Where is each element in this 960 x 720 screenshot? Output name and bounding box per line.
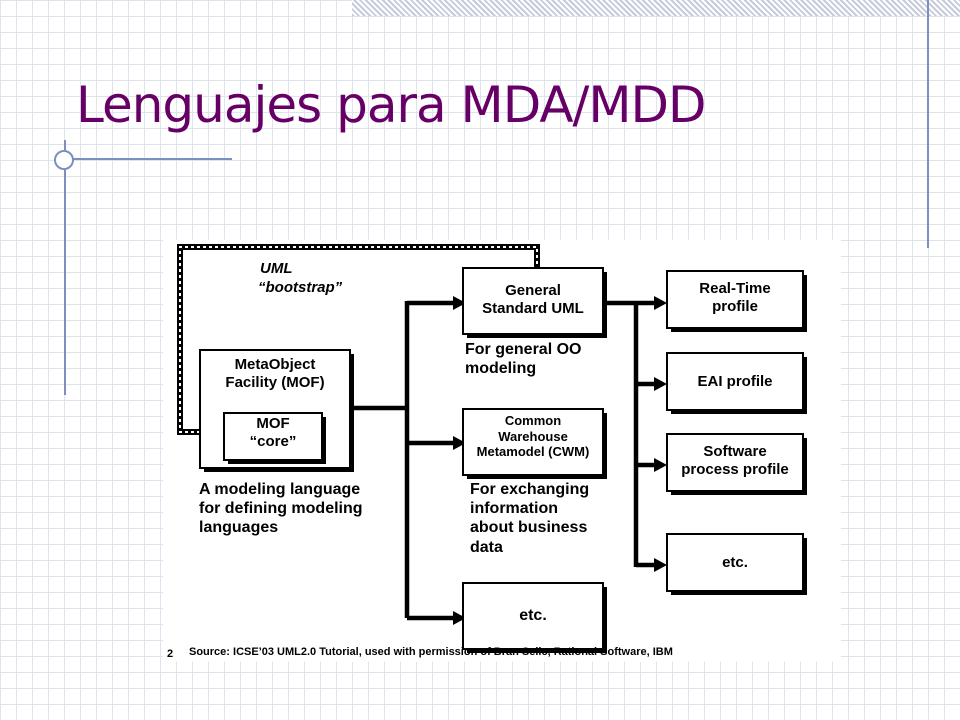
uml-box-line1: General xyxy=(505,282,561,299)
cwm-caption-line1: For exchanging xyxy=(470,481,590,498)
mof-caption-line3: languages xyxy=(199,519,279,537)
cwm-caption-line3: about business xyxy=(470,519,588,537)
cwm-caption: For exchanging information about busines… xyxy=(470,480,589,557)
mof-caption: A modeling language for defining modelin… xyxy=(199,480,363,538)
page-number: 2 xyxy=(167,648,174,660)
arrow-to-etc-middle xyxy=(453,611,466,625)
diagram-graphics xyxy=(177,244,807,653)
software-profile-box xyxy=(666,433,804,492)
arrow-to-cwm xyxy=(453,436,466,450)
mof-box-line2: Facility (MOF) xyxy=(225,374,325,391)
bootstrap-label-line1: UML xyxy=(260,260,293,277)
cwm-box-label: Common Warehouse Metamodel (CWM) xyxy=(463,413,603,460)
mof-core-box xyxy=(223,412,323,461)
uml-caption: For general OO modeling xyxy=(465,340,581,378)
software-profile-label: Software process profile xyxy=(667,443,803,479)
etc-middle-label: etc. xyxy=(519,607,547,624)
etc-middle-box xyxy=(462,582,604,650)
realtime-line2: profile xyxy=(712,298,758,315)
arrow-to-software xyxy=(654,458,667,472)
cwm-box-line2: Warehouse xyxy=(498,428,568,444)
uml-box-label: General Standard UML xyxy=(463,282,603,318)
uml-caption-line1: For general OO xyxy=(465,341,582,358)
left-decorative-line xyxy=(64,140,66,395)
cwm-box-line1: Common xyxy=(504,413,562,428)
mof-box-line1: MetaObject xyxy=(234,356,316,373)
uml-connectors xyxy=(603,296,667,572)
mof-caption-line2: for defining modeling xyxy=(199,500,363,518)
circle-ornament xyxy=(54,150,74,170)
mof-connectors xyxy=(354,296,466,625)
etc-right-label: etc. xyxy=(722,554,748,571)
arrow-to-uml xyxy=(453,296,466,310)
bootstrap-label-line2: “bootstrap” xyxy=(258,279,343,296)
mof-core-label: MOF “core” xyxy=(224,415,322,451)
eai-profile-box xyxy=(666,352,804,411)
right-decorative-line xyxy=(927,0,929,248)
top-decorative-stripe xyxy=(352,0,960,16)
realtime-profile-label: Real-Time profile xyxy=(667,280,803,316)
mof-core-line2: “core” xyxy=(249,433,297,450)
mof-box-label: MetaObject Facility (MOF) xyxy=(200,356,350,392)
etc-right-box xyxy=(666,533,804,592)
source-citation: Source: ICSE’03 UML2.0 Tutorial, used wi… xyxy=(189,646,673,658)
mof-box xyxy=(199,349,354,472)
arrow-to-etc-right xyxy=(654,558,667,572)
cwm-caption-line4: data xyxy=(470,538,503,556)
mof-caption-line1: A modeling language xyxy=(199,481,361,498)
mof-core-line1: MOF xyxy=(256,415,290,432)
title-underline xyxy=(56,158,232,160)
software-line2: process profile xyxy=(681,461,789,478)
arrow-to-eai xyxy=(654,377,667,391)
arrow-to-realtime xyxy=(654,296,667,310)
cwm-box-line3: Metamodel (CWM) xyxy=(476,444,590,460)
slide-title: Lenguajes para MDA/MDD xyxy=(76,76,707,134)
uml-caption-line2: modeling xyxy=(465,360,537,378)
cwm-box xyxy=(462,408,604,476)
software-line1: Software xyxy=(703,443,767,460)
realtime-profile-box xyxy=(666,270,804,329)
realtime-line1: Real-Time xyxy=(699,280,771,297)
mda-languages-diagram: UML “bootstrap” MetaObject Facility (MOF… xyxy=(163,240,841,662)
eai-profile-label: EAI profile xyxy=(697,373,773,390)
cwm-caption-line2: information xyxy=(470,500,558,518)
uml-box xyxy=(462,267,604,335)
uml-box-line2: Standard UML xyxy=(482,300,584,317)
